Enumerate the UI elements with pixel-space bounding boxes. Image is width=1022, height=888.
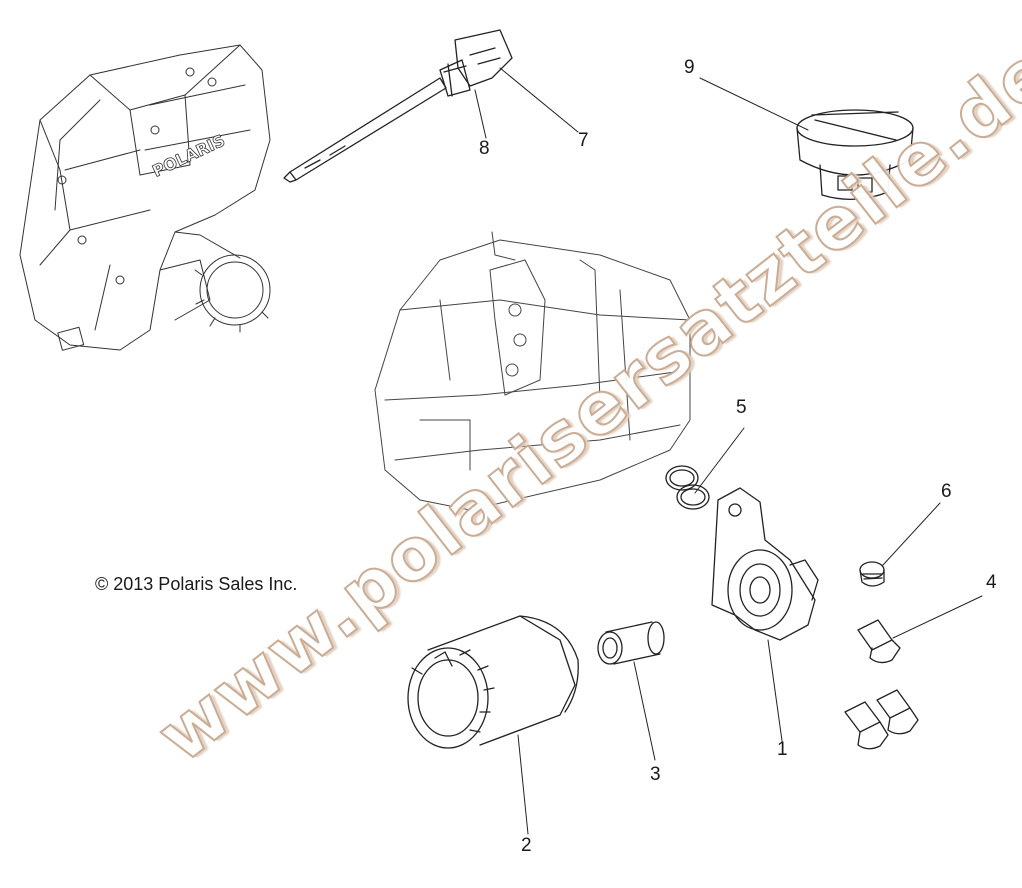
copyright-notice: © 2013 Polaris Sales Inc.: [95, 574, 298, 594]
callout-4: 4: [986, 572, 997, 593]
sleeve-illustration: [597, 621, 665, 665]
callout-8: 8: [479, 138, 490, 159]
callout-9: 9: [684, 57, 695, 78]
callout-6: 6: [941, 481, 952, 502]
engine-crankcase-illustration: [374, 231, 691, 511]
o-rings-illustration: [665, 465, 710, 510]
leader-lines: [474, 67, 983, 835]
plug-illustration: [859, 561, 885, 587]
dipstick-illustration: [283, 29, 513, 183]
callout-1: 1: [777, 739, 788, 760]
callout-5: 5: [736, 397, 747, 418]
callout-3: 3: [650, 764, 661, 785]
callout-7: 7: [578, 130, 589, 151]
callout-2: 2: [521, 835, 532, 856]
bolts-illustration: [844, 619, 919, 750]
oil-filter-illustration: [407, 615, 579, 749]
filler-cap-illustration: [796, 109, 914, 200]
filter-adapter-illustration: [711, 487, 819, 641]
engine-brand-label: POLARIS: [149, 131, 227, 181]
engine-head-illustration: [19, 44, 271, 351]
